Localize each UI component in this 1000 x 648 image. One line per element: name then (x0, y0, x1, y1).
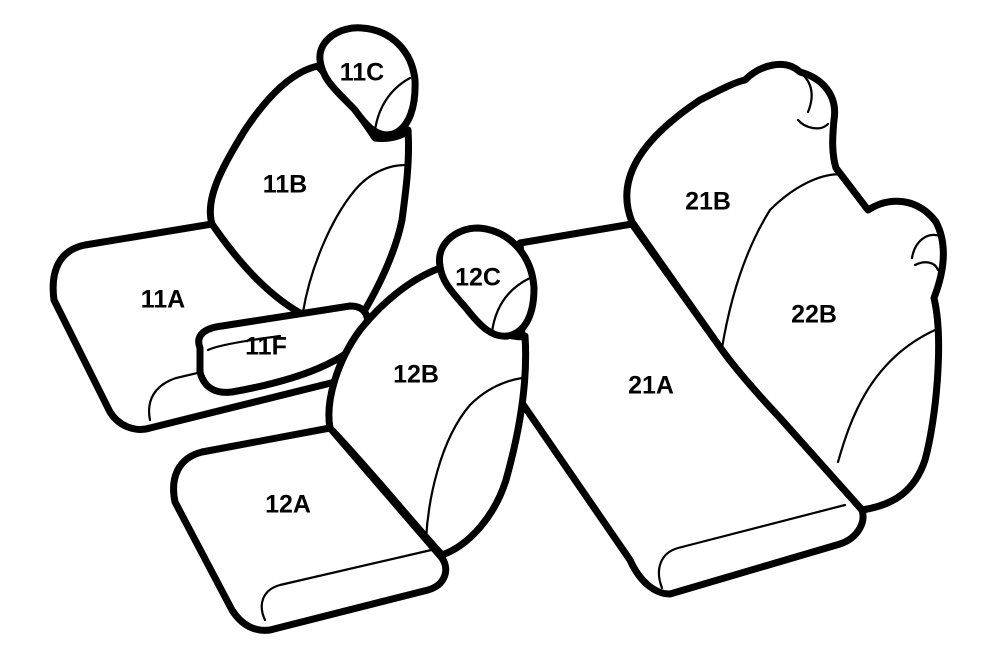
label-12C: 12C (455, 264, 501, 292)
label-12A: 12A (265, 491, 311, 519)
label-11C: 11C (340, 59, 384, 87)
label-22B: 22B (791, 301, 837, 329)
label-21A: 21A (628, 372, 674, 400)
label-11A: 11A (141, 286, 185, 314)
front-seat-2-headrest (436, 224, 538, 340)
front-seat-1-backrest (206, 62, 413, 319)
rear-backrest (623, 61, 947, 514)
front-seat-1-headrest (316, 24, 419, 139)
label-11F: 11F (245, 333, 287, 361)
label-21B: 21B (685, 188, 731, 216)
label-11B: 11B (263, 171, 307, 199)
front-seat-2-backrest (325, 264, 530, 559)
front-seat-2-cushion (170, 424, 450, 634)
label-12B: 12B (393, 361, 439, 389)
